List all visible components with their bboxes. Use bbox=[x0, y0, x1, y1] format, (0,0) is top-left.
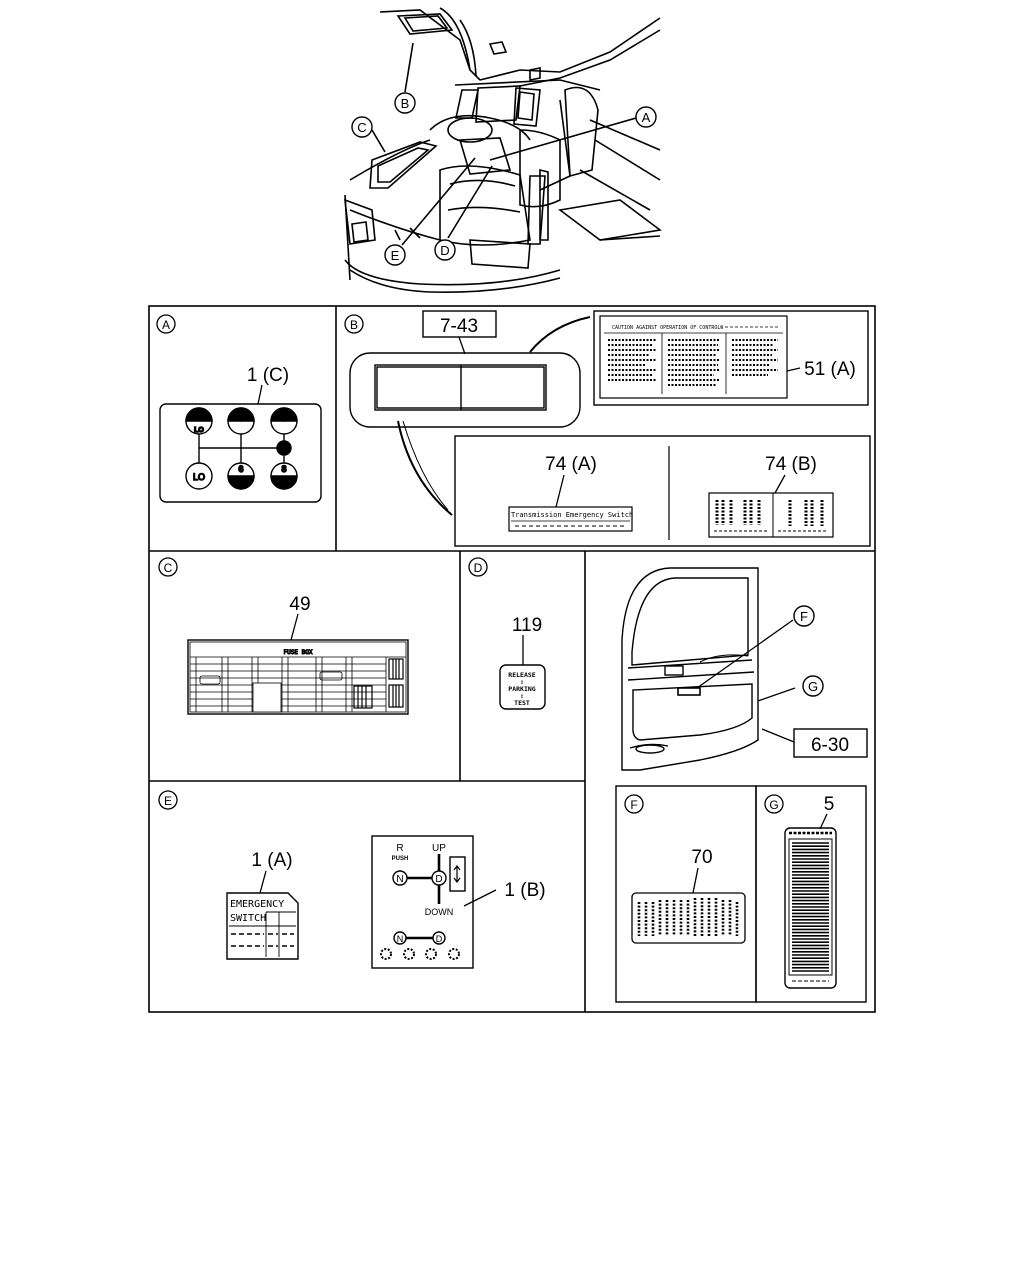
svg-text:SWITCH: SWITCH bbox=[230, 913, 266, 924]
callout-d: D bbox=[434, 239, 456, 261]
panel-d-letter: D bbox=[474, 561, 483, 575]
part-label-74b: 74 (B) bbox=[765, 454, 817, 475]
svg-text:HI: HI bbox=[195, 413, 203, 422]
gear-6: 6 bbox=[227, 462, 255, 490]
panel-g: G 5 bbox=[755, 785, 867, 1003]
part-label-119: 119 bbox=[512, 615, 542, 636]
svg-text:B: B bbox=[401, 96, 410, 111]
panel-c: C 49 FUSE BOX bbox=[158, 557, 409, 715]
sticker-74a: Transmission Emergency Switch bbox=[508, 506, 633, 532]
svg-text:F: F bbox=[800, 609, 808, 624]
label-box-7-43: 7-43 bbox=[422, 310, 497, 338]
panel-d: D 119 RELEASE ⇕ PARKING ⇕ TEST bbox=[468, 557, 546, 710]
sticker-74b bbox=[708, 492, 834, 538]
callout-g: G bbox=[802, 675, 824, 697]
part-label-1b: 1 (B) bbox=[504, 880, 545, 901]
gear-neutral: N bbox=[276, 440, 292, 456]
fuse-box-label: FUSE BOX bbox=[187, 639, 409, 715]
svg-text:6: 6 bbox=[238, 464, 243, 474]
svg-text:Transmission Emergency Switch: Transmission Emergency Switch bbox=[511, 511, 633, 519]
gear-hi-lo: HI LO bbox=[185, 407, 213, 435]
door-label-70 bbox=[631, 892, 746, 944]
callout-c: C bbox=[351, 116, 373, 138]
svg-text:D: D bbox=[436, 934, 443, 944]
callout-b: B bbox=[394, 92, 416, 114]
gear-lo: LO bbox=[185, 462, 213, 490]
gear-8: 8 bbox=[270, 462, 298, 490]
label-5-lines bbox=[792, 842, 829, 972]
panel-c-letter: C bbox=[164, 561, 173, 575]
svg-text:N: N bbox=[396, 874, 403, 885]
callout-e: E bbox=[384, 244, 406, 266]
overview-callouts: B C A E D bbox=[351, 92, 657, 266]
cab-interior-illustration bbox=[344, 7, 662, 294]
svg-text:PUSH: PUSH bbox=[392, 856, 409, 862]
svg-text:TEST: TEST bbox=[514, 699, 530, 707]
svg-text:PARKING: PARKING bbox=[508, 685, 535, 693]
label-box-6-30: 6-30 bbox=[793, 728, 868, 758]
svg-text:D: D bbox=[435, 874, 442, 885]
panel-a-letter: A bbox=[162, 318, 170, 332]
part-label-5: 5 bbox=[824, 794, 835, 815]
panel-f-letter: F bbox=[630, 798, 637, 812]
door-panel: F G 6-30 bbox=[621, 567, 868, 771]
emergency-switch-label: EMERGENCY SWITCH bbox=[226, 892, 299, 960]
svg-text:N: N bbox=[397, 934, 404, 944]
callout-f: F bbox=[793, 605, 815, 627]
shift-pattern-decal: HI LO 5 7 N LO bbox=[159, 403, 322, 503]
part-label-1c: 1 (C) bbox=[247, 365, 289, 386]
door-illustration bbox=[621, 567, 759, 771]
parking-release-sticker: RELEASE ⇕ PARKING ⇕ TEST bbox=[499, 664, 546, 710]
svg-text:8: 8 bbox=[281, 464, 286, 474]
svg-text:LO: LO bbox=[194, 427, 204, 434]
svg-text:RELEASE: RELEASE bbox=[508, 671, 535, 679]
shifter-decal: R PUSH UP DOWN N D N D bbox=[371, 835, 474, 969]
part-label-1a: 1 (A) bbox=[251, 850, 292, 871]
sun-visor bbox=[349, 316, 591, 516]
door-label-5 bbox=[784, 827, 837, 989]
svg-text:6-30: 6-30 bbox=[811, 735, 849, 756]
svg-text:7-43: 7-43 bbox=[440, 316, 478, 337]
svg-text:N: N bbox=[281, 445, 287, 454]
svg-text:⇕: ⇕ bbox=[520, 694, 524, 700]
panel-e: E 1 (A) EMERGENCY SWITCH bbox=[158, 790, 546, 969]
svg-text:FUSE BOX: FUSE BOX bbox=[284, 649, 313, 656]
caution-title: CAUTION AGAINST OPERATION OF CONTROLS bbox=[612, 325, 723, 331]
gear-7: 7 bbox=[270, 407, 298, 435]
svg-text:C: C bbox=[357, 120, 366, 135]
svg-text:G: G bbox=[808, 679, 818, 694]
svg-text:EMERGENCY: EMERGENCY bbox=[230, 899, 284, 910]
svg-text:DOWN: DOWN bbox=[425, 907, 454, 917]
detail-grid bbox=[148, 305, 876, 1013]
part-label-51a: 51 (A) bbox=[804, 359, 856, 380]
svg-text:UP: UP bbox=[432, 843, 446, 854]
panel-b: B 7-43 CAUTION AGAINST OPERATION OF CONT… bbox=[344, 310, 871, 547]
svg-text:A: A bbox=[642, 110, 651, 125]
sticker-panel-74: 74 (A) Transmission Emergency Switch 74 … bbox=[454, 435, 871, 547]
gear-5: 5 bbox=[227, 407, 255, 435]
panel-e-letter: E bbox=[164, 794, 172, 808]
svg-text:R: R bbox=[396, 843, 403, 854]
panel-f: F 70 bbox=[615, 785, 757, 1003]
panel-a: A 1 (C) HI LO 5 7 bbox=[156, 314, 322, 503]
part-label-49: 49 bbox=[289, 594, 310, 615]
svg-text:LO: LO bbox=[193, 472, 205, 482]
svg-text:5: 5 bbox=[238, 413, 243, 423]
part-label-70: 70 bbox=[691, 847, 712, 868]
part-label-74a: 74 (A) bbox=[545, 454, 597, 475]
svg-text:E: E bbox=[391, 248, 400, 263]
callout-a: A bbox=[635, 106, 657, 128]
svg-text:⇕: ⇕ bbox=[520, 680, 524, 686]
svg-text:7: 7 bbox=[281, 413, 286, 423]
caution-label-51a: CAUTION AGAINST OPERATION OF CONTROLS bbox=[593, 310, 869, 406]
svg-text:D: D bbox=[440, 243, 449, 258]
panel-b-letter: B bbox=[350, 318, 358, 332]
panel-g-letter: G bbox=[769, 798, 778, 812]
